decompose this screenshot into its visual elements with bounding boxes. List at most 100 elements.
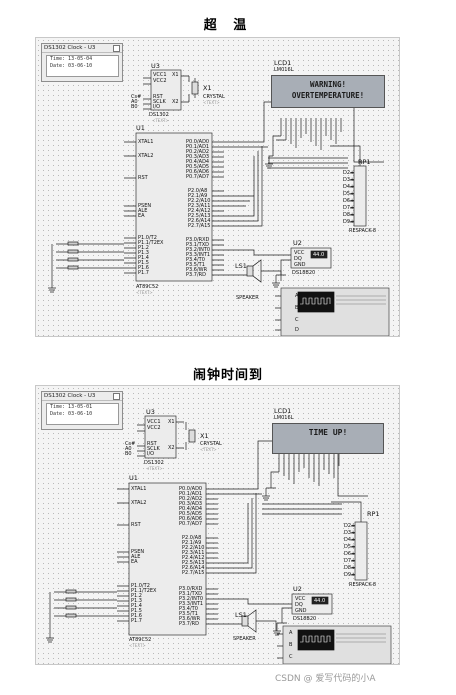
u3-net-a0: A0 [125,446,132,452]
u1-pin-p2-6: P2.6/A14 [182,565,205,571]
scope-channel-a: A [295,293,299,299]
u1-pin-p3-0: P3.0/RXD [186,237,210,243]
ls1-part: SPEAKER [236,295,259,301]
u1-pin-p3-0: P3.0/RXD [179,586,203,592]
u1-pin-p2-4: P2.4/A12 [188,208,211,214]
rp1-pin-d4: D4+ [343,184,355,190]
popup-title: DS1302 Clock - U3 [42,44,122,53]
u1-pin-p1-5: P1.5 [131,608,142,614]
u1-pin-p0-7: P0.7/AD7 [179,521,203,527]
u2-pin-dq: DQ [295,602,303,608]
rp1-pin-d5: D5+ [344,544,356,550]
lcd-line-1: TIME UP! [308,428,348,437]
u1-pin-p2-4: P2.4/A12 [182,555,205,561]
u1-pin-p1-7: P1.7 [138,270,149,276]
u1-pin-p0-4: P0.4/AD4 [179,506,203,512]
ds1302-clock-popup[interactable]: DS1302 Clock - U3 Time: 13-05-04 Date: 0… [41,43,123,82]
u3-pin-x2: X2 [172,99,179,105]
u3-pin-vcc1: VCC1 [147,419,161,425]
u1-pin-p2-6: P2.6/A14 [188,218,211,224]
u1-pin-p0-0: P0.0/AD0 [186,139,210,145]
u1-pin-p3-1: P3.1/TXD [179,591,202,597]
u1-hidden-text: <TEXT> [129,643,146,648]
rp1-pin-d9: D9+ [343,219,355,225]
u2-pin-gnd: GND [294,262,306,268]
u1-pin-p0-3: P0.3/AD3 [186,154,210,160]
u1-part: AT89C52 [136,284,159,290]
u3-pin-rst: RST [153,94,163,100]
u1-pin-p0-2: P0.2/AD2 [179,496,203,502]
u1-pin-ale: ALE [138,208,148,214]
x1-part: CRYSTAL [200,441,222,447]
u1-pin-xtal1: XTAL1 [131,486,147,492]
u2-ref: U2 [293,585,302,593]
u2-pin-vcc: VCC [294,250,305,256]
u1-pin-p1-1: P1.1/T2EX [138,240,164,246]
u1-pin-p3-5: P3.5/T1 [179,611,198,617]
u1-pin-p3-6: P3.6/WR [186,267,208,273]
caption-bottom: 闹钟时间到 [192,368,263,383]
popup-time: Time: 13-05-01 [50,404,93,410]
u1-pin-p2-2: P2.2/A10 [182,545,205,551]
u1-ref: U1 [129,474,138,482]
u1-pin-p1-4: P1.4 [138,255,149,261]
rp1-pin-d9: D9+ [344,572,356,578]
scope-channel-c: C [289,654,293,660]
u1-pin-p3-1: P3.1/TXD [186,242,209,248]
u3-hidden-text: <TEXT> [152,118,169,123]
rp1-pin-d5: D5+ [343,191,355,197]
u3-part: DS1302 [144,460,164,466]
close-icon[interactable] [113,45,120,52]
u2-temperature-readout: 44.0 [314,598,326,604]
scope-channel-b: B [295,305,299,311]
u1-pin-p2-1: P2.1/A9 [182,540,202,546]
u1-pin-p2-1: P2.1/A9 [188,193,208,199]
ds1302-clock-popup[interactable]: DS1302 Clock - U3 Time: 13-05-01 Date: 0… [41,391,123,430]
u1-pin-p0-1: P0.1/AD1 [186,144,210,150]
rp1-part: RESPACK-8 [349,228,377,234]
rp1-part: RESPACK-8 [349,582,377,588]
u1-pin-psen: PSEN [131,549,145,555]
u1-part: AT89C52 [129,637,152,643]
rp1-pin-d2: D2+ [344,523,356,529]
x1-part: CRYSTAL [203,94,225,100]
u1-pin-rst: RST [138,175,148,181]
u1-pin-p2-0: P2.0/A8 [182,535,202,541]
x1-hidden-text: <TEXT> [200,447,217,452]
lcd-line-1: WARNING! [309,80,347,89]
lcd-display: WARNING! OVERTEMPERATURE! [271,75,385,108]
close-icon[interactable] [113,393,120,400]
lcd-model: LM016L [274,415,294,421]
u3-ref: U3 [151,62,160,70]
u1-pin-p1-2: P1.2 [131,593,142,599]
u3-part: DS1302 [149,112,169,118]
u3-pin-x2: X2 [168,445,175,451]
popup-date: Date: 03-06-10 [50,63,93,69]
u1-pin-p0-1: P0.1/AD1 [179,491,203,497]
rp1-ref: RP1 [358,158,371,166]
popup-title: DS1302 Clock - U3 [42,392,122,401]
u1-pin-xtal2: XTAL2 [131,500,147,506]
lcd-display: TIME UP! [272,423,384,454]
ls1-ref: LS1 [235,262,247,270]
u2-temperature-readout: 44.0 [313,252,325,258]
u1-pin-p3-4: P3.4/T0 [186,257,205,263]
popup-date: Date: 03-06-10 [50,411,93,417]
u3-pin-vcc2: VCC2 [153,78,167,84]
u1-pin-p1-6: P1.6 [138,265,149,271]
rp1-pin-d8: D8+ [343,212,355,218]
u3-net-b0: B0 [131,104,138,110]
u3-net-b0: B0 [125,451,132,457]
u1-pin-p2-2: P2.2/A10 [188,198,211,204]
u1-pin-p0-4: P0.4/AD4 [186,159,210,165]
u3-pin-x1: X1 [168,419,175,425]
u2-part: DS18B20 [293,616,317,622]
u3-pin-x1: X1 [172,72,179,78]
schematic-wiring [46,415,392,664]
u1-pin-p3-2: P3.2/INT0 [179,596,204,602]
rp1-pin-d3: D3+ [343,177,355,183]
u1-pin-p2-0: P2.0/A8 [188,188,208,194]
u1-pin-p1-1: P1.1/T2EX [131,588,157,594]
u1-pin-p2-5: P2.5/A13 [182,560,205,566]
rp1-pin-d7: D7+ [343,205,355,211]
